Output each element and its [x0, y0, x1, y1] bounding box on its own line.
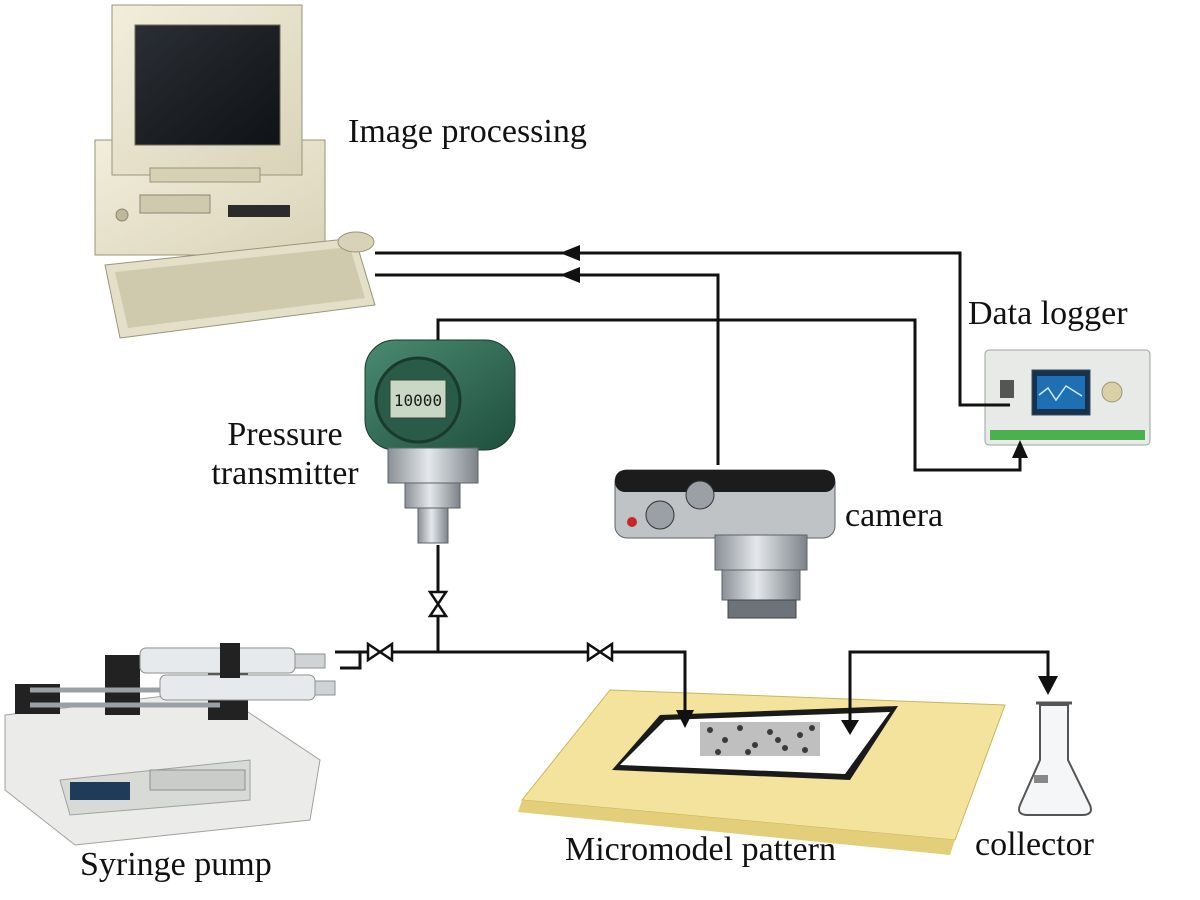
label-data-logger: Data logger	[968, 295, 1128, 332]
syringe-pump-icon	[4, 643, 336, 846]
arrow-left-icon	[560, 245, 580, 261]
pressure-transmitter-icon: 10000	[364, 339, 516, 544]
data-logger-icon	[984, 349, 1151, 446]
collector-flask-icon	[1018, 701, 1092, 816]
label-collector: collector	[975, 826, 1094, 863]
arrow-up-icon	[1012, 440, 1028, 458]
transmitter-display-text: 10000	[394, 391, 442, 410]
label-syringe-pump: Syringe pump	[80, 846, 272, 883]
camera-icon	[614, 469, 836, 619]
label-pressure-transmitter: Pressure transmitter	[200, 415, 370, 493]
arrow-left-icon	[560, 267, 580, 283]
arrow-down-icon	[676, 710, 694, 728]
computer-icon	[94, 4, 376, 339]
label-image-processing: Image processing	[348, 113, 587, 150]
valve-icon	[366, 641, 394, 663]
porous-pattern	[700, 722, 820, 756]
flow-arrows	[560, 245, 1058, 735]
label-pressure-line1: Pressure	[227, 416, 343, 453]
label-micromodel-pattern: Micromodel pattern	[565, 831, 836, 868]
arrow-down-icon	[841, 720, 859, 735]
label-pressure-line2: transmitter	[211, 455, 359, 493]
valve-icon	[586, 641, 614, 663]
connection-lines	[335, 251, 1050, 725]
arrow-down-icon	[1038, 676, 1058, 695]
label-camera: camera	[845, 497, 944, 534]
valves	[366, 590, 614, 663]
valve-icon	[427, 590, 449, 618]
